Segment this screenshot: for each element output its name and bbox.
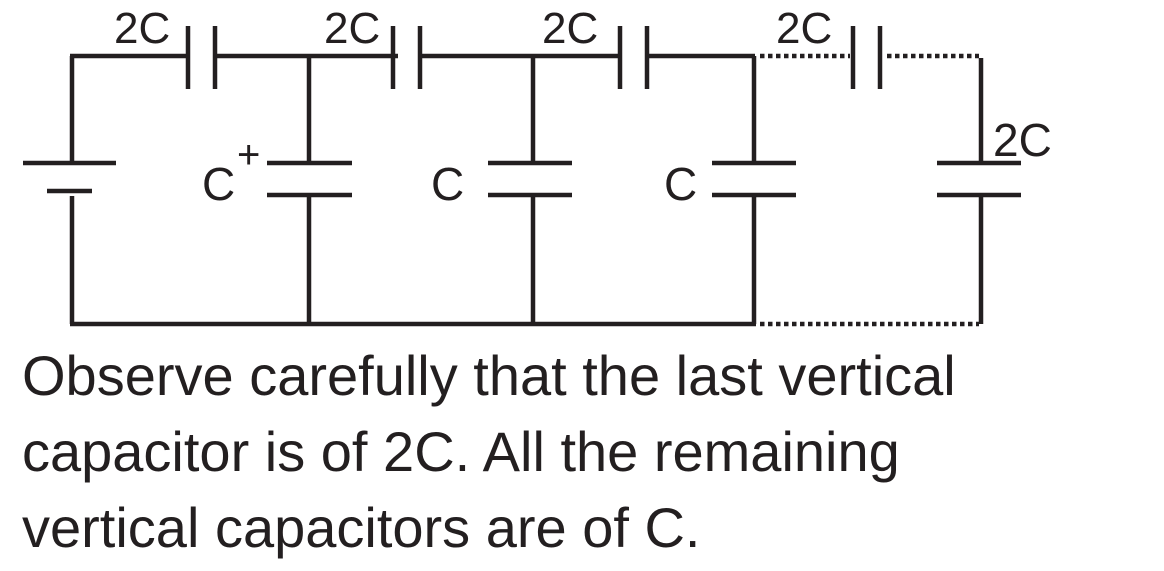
series-capacitor-4: [850, 26, 883, 89]
vertical-capacitor-2-label: C: [431, 158, 464, 210]
caption-line-2: capacitor is of 2C. All the remaining: [22, 420, 900, 483]
caption-text: Observe carefully that the last vertical…: [22, 338, 1162, 566]
series-capacitor-3: [617, 26, 650, 89]
vertical-capacitor-1: [267, 56, 352, 324]
polarity-plus-mark: +: [237, 133, 260, 177]
series-capacitor-2: [390, 26, 423, 89]
vertical-capacitor-1-label: C: [202, 158, 235, 210]
caption-line-1: Observe carefully that the last vertical: [22, 344, 956, 407]
series-capacitor-2-label: 2C: [324, 4, 380, 53]
vertical-capacitor-4: [937, 58, 1021, 324]
battery-symbol: [23, 56, 116, 324]
vertical-capacitor-4-label: 2C: [993, 114, 1052, 166]
series-capacitor-1-label: 2C: [114, 4, 170, 53]
series-capacitor-3-label: 2C: [542, 4, 598, 53]
vertical-capacitor-3: [712, 56, 796, 324]
vertical-capacitor-2: [488, 56, 572, 324]
vertical-capacitor-3-label: C: [664, 158, 697, 210]
series-capacitor-1: [185, 26, 218, 89]
series-capacitor-4-label: 2C: [776, 4, 832, 53]
caption-line-3: vertical capacitors are of C.: [22, 496, 701, 559]
capacitor-circuit-diagram: 2C 2C 2C 2C C + C C 2C: [23, 4, 1052, 327]
